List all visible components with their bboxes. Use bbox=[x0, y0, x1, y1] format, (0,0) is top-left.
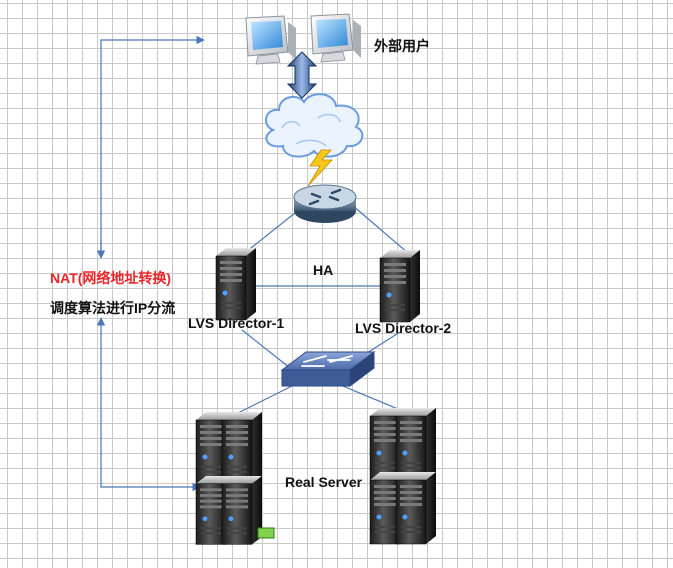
director-1-label: LVS Director-1 bbox=[188, 315, 285, 331]
server-icon bbox=[379, 249, 421, 323]
ha-label: HA bbox=[313, 262, 334, 278]
nat-flow-arrow-down bbox=[96, 317, 201, 492]
external-users-label: 外部用户 bbox=[374, 38, 430, 54]
server-cluster-icon bbox=[195, 411, 275, 545]
switch-icon bbox=[280, 351, 376, 387]
desktop-computer-icon bbox=[310, 13, 362, 63]
server-icon bbox=[215, 247, 257, 321]
lightning-icon bbox=[307, 149, 333, 187]
link-director1-switch bbox=[241, 329, 291, 369]
link-router-director2 bbox=[351, 204, 409, 254]
scheduling-label: 调度算法进行IP分流 bbox=[50, 300, 176, 316]
desktop-computer-icon bbox=[245, 15, 297, 65]
nat-label: NAT(网络地址转换) bbox=[50, 270, 172, 286]
cloud-icon bbox=[265, 93, 364, 158]
router-icon bbox=[293, 184, 357, 223]
nat-flow-arrow-up bbox=[100, 35, 205, 253]
double-arrow-icon bbox=[286, 51, 318, 99]
real-server-label: Real Server bbox=[285, 474, 363, 490]
server-cluster-icon bbox=[369, 407, 437, 545]
director-2-label: LVS Director-2 bbox=[355, 320, 452, 336]
